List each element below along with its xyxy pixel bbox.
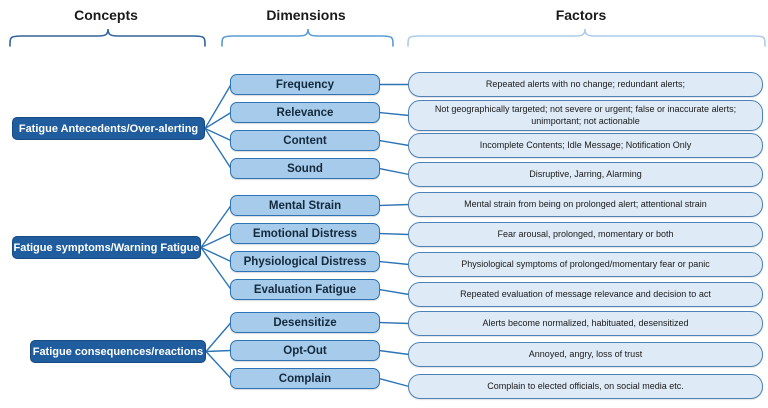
factor-box-sound: Disruptive, Jarring, Alarming [408,162,763,187]
factor-box-frequency: Repeated alerts with no change; redundan… [408,72,763,97]
dimension-box-relevance: Relevance [230,102,380,123]
header-concepts: Concepts [74,7,138,23]
factor-box-opt-out: Annoyed, angry, loss of trust [408,342,763,367]
concept-box-symptoms: Fatigue symptoms/Warning Fatigue [12,236,201,259]
fan-concept-2 [200,205,232,290]
factor-box-relevance: Not geographically targeted; not severe … [408,100,763,131]
factor-box-mental-strain: Mental strain from being on prolonged al… [408,192,763,217]
dimension-box-emotional-distress: Emotional Distress [230,223,380,244]
brace-concepts [9,28,206,47]
factor-box-content: Incomplete Contents; Idle Message; Notif… [408,133,763,158]
factor-box-physiological-distress: Physiological symptoms of prolonged/mome… [408,252,763,277]
dimension-box-content: Content [230,130,380,151]
dimension-factor-links [378,83,410,388]
header-dimensions: Dimensions [266,7,346,23]
factor-box-evaluation-fatigue: Repeated evaluation of message relevance… [408,282,763,307]
dimension-box-evaluation-fatigue: Evaluation Fatigue [230,279,380,300]
dimension-box-complain: Complain [230,368,380,389]
factor-box-emotional-distress: Fear arousal, prolonged, momentary or bo… [408,222,763,247]
concept-box-antecedents: Fatigue Antecedents/Over-alerting [12,117,205,140]
concept-box-consequences: Fatigue consequences/reactions [30,340,206,363]
dimension-box-frequency: Frequency [230,74,380,95]
header-factors: Factors [555,7,607,23]
fan-concept-3 [205,322,232,379]
brace-factors [407,28,766,47]
dimension-box-physiological-distress: Physiological Distress [230,251,380,272]
factor-box-desensitize: Alerts become normalized, habituated, de… [408,311,763,336]
factor-box-complain: Complain to elected officials, on social… [408,374,763,399]
fan-concept-1 [204,84,232,169]
dimension-box-desensitize: Desensitize [230,312,380,333]
brace-dimensions [221,28,394,47]
dimension-box-mental-strain: Mental Strain [230,195,380,216]
dimension-box-sound: Sound [230,158,380,179]
dimension-box-opt-out: Opt-Out [230,340,380,361]
